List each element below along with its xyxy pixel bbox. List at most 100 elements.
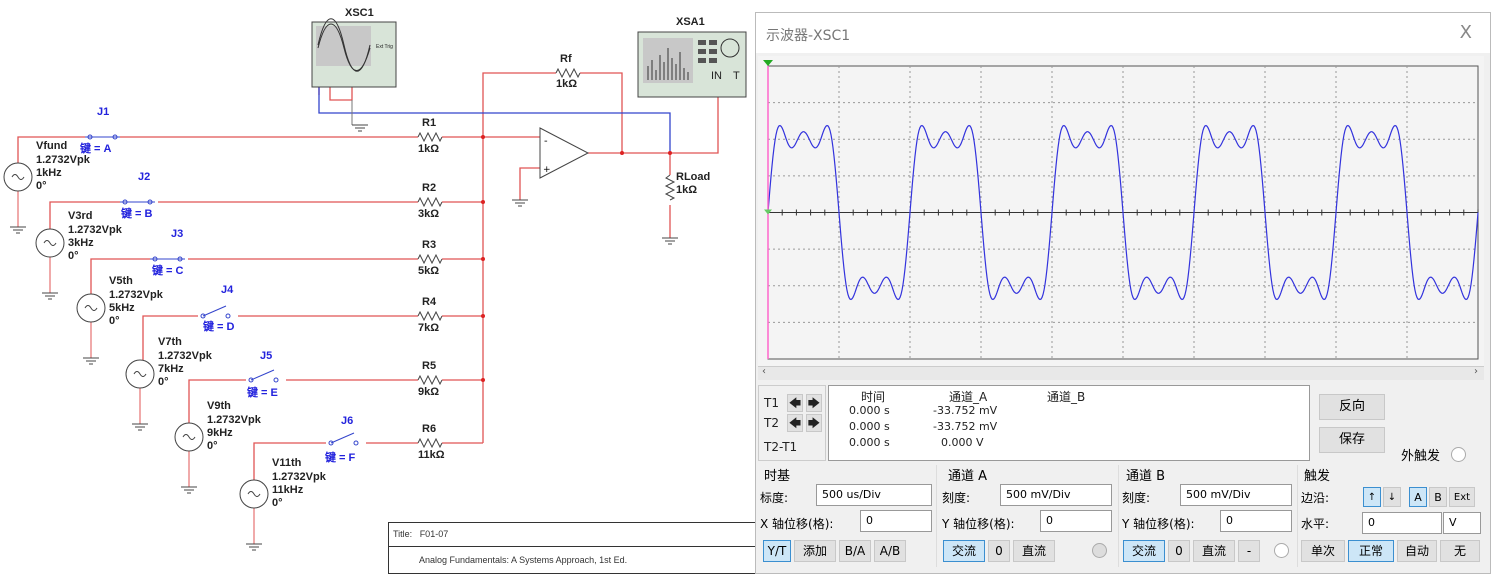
header-time: 时间 [861,390,886,404]
source-frequency: 3kHz [68,237,94,249]
mode-yt-button[interactable]: Y/T [763,540,791,562]
x-position-label: X 轴位移(格): [760,517,834,531]
channel-b-dc-button[interactable]: 直流 [1193,540,1235,562]
source-amplitude: 1.2732Vpk [36,154,90,166]
switch-name[interactable]: J1 [97,106,110,118]
channel-a-zero-button[interactable]: 0 [988,540,1010,562]
trigger-source-b[interactable]: B [1429,487,1447,507]
channel-b-zero-button[interactable]: 0 [1168,540,1190,562]
switch-name[interactable]: J5 [260,350,273,362]
source-frequency: 9kHz [207,427,233,439]
trigger-none-button[interactable]: 无 [1440,540,1480,562]
channel-a-dc-button[interactable]: 直流 [1013,540,1055,562]
cursor-t1-handle [763,60,773,66]
scroll-left-icon[interactable]: ‹ [762,366,766,377]
t2-label: T2 [764,416,779,430]
switch-key[interactable]: 键 = B [121,208,153,220]
t1-ch-a: -33.752 mV [933,404,998,417]
switch-key[interactable]: 键 = E [247,387,278,399]
ground-icon [132,423,148,431]
t2-left-button[interactable]: 🡄 [787,414,803,432]
switch-name[interactable]: J4 [221,284,234,296]
switch-key[interactable]: 键 = C [152,265,184,277]
reverse-button[interactable]: 反向 [1319,394,1385,420]
ground-icon [83,357,99,365]
xsa1-label: XSA1 [676,16,705,28]
header-ch-a: 通道_A [949,390,988,404]
rising-edge-button[interactable]: ↑ [1363,487,1381,507]
resistor-value: 7kΩ [418,322,440,334]
t1-label: T1 [764,396,779,410]
source-phase: 0° [272,497,283,509]
source-name: V5th [109,275,133,287]
switch-key[interactable]: 键 = F [325,452,356,464]
title-subtitle: Analog Fundamentals: A Systems Approach,… [419,555,628,565]
ground-icon [246,543,262,551]
source-name: Vfund [36,140,68,152]
resistor-value: 11kΩ [418,449,445,461]
svg-text:+: + [543,165,551,175]
switch-icon [202,305,227,317]
switch-name[interactable]: J3 [171,228,184,240]
mode-ba-button[interactable]: B/A [839,540,871,562]
mode-ab-button[interactable]: A/B [874,540,906,562]
scope-display[interactable] [758,56,1484,366]
save-button[interactable]: 保存 [1319,427,1385,453]
rf-value: 1kΩ [556,78,578,90]
t1-left-button[interactable]: 🡄 [787,394,803,412]
channel-b-scale-field[interactable]: 500 mV/Div [1180,484,1292,506]
ground-icon [42,292,58,300]
channel-a-ac-button[interactable]: 交流 [943,540,985,562]
ext-trigger-radio[interactable] [1451,447,1466,462]
close-icon[interactable]: X [1459,22,1472,43]
switch-name[interactable]: J2 [138,171,151,183]
rf-name: Rf [560,53,572,65]
resistor-value: 9kΩ [418,386,440,398]
channel-b-ypos-label: Y 轴位移(格): [1122,517,1195,531]
switch-key[interactable]: 键 = A [80,143,112,155]
trigger-level-field[interactable]: 0 [1362,512,1442,534]
channel-a-ypos-field[interactable]: 0 [1040,510,1112,532]
channel-a-marker [764,209,772,215]
trigger-source-a[interactable]: A [1409,487,1427,507]
trigger-edge-label: 边沿: [1301,491,1330,505]
switch-icon [330,432,355,444]
t2-ch-a: -33.752 mV [933,420,998,433]
channel-a-scale-field[interactable]: 500 mV/Div [1000,484,1112,506]
source-phase: 0° [36,180,47,192]
horizontal-scrollbar[interactable]: ‹› [758,366,1484,380]
channel-b-radio[interactable] [1274,543,1289,558]
switch-key[interactable]: 键 = D [203,321,235,333]
trigger-single-button[interactable]: 单次 [1301,540,1345,562]
xsa1-t-label: T [733,70,740,82]
header-ch-b: 通道_B [1047,390,1086,404]
switch-name[interactable]: J6 [341,415,354,427]
channel-a-radio[interactable] [1092,543,1107,558]
resistor-value: 3kΩ [418,208,440,220]
cursor-readout: 时间 通道_A 通道_B 0.000 s -33.752 mV 0.000 s … [828,385,1310,461]
scroll-right-icon[interactable]: › [1474,366,1478,377]
channel-b-ypos-field[interactable]: 0 [1220,510,1292,532]
falling-edge-button[interactable]: ↓ [1383,487,1401,507]
timebase-scale-field[interactable]: 500 us/Div [816,484,932,506]
resistor-name: R2 [422,182,437,194]
channel-b-minus-button[interactable]: - [1238,540,1260,562]
t2-right-button[interactable]: 🡆 [806,414,822,432]
resistor-name: R5 [422,360,437,372]
source-amplitude: 1.2732Vpk [68,224,122,236]
junction-dots [481,135,672,382]
resistor-name: R3 [422,239,437,251]
trigger-level-unit[interactable]: V [1443,512,1481,534]
source-name: V7th [158,336,182,348]
trigger-normal-button[interactable]: 正常 [1348,540,1394,562]
t1-right-button[interactable]: 🡆 [806,394,822,412]
mode-add-button[interactable]: 添加 [794,540,836,562]
title-value: F01-07 [419,529,449,539]
channel-b-title: 通道 B [1126,469,1166,484]
xsa1-in-label: IN [711,70,722,82]
trigger-source-ext[interactable]: Ext [1449,487,1475,507]
x-position-field[interactable]: 0 [860,510,932,532]
trigger-auto-button[interactable]: 自动 [1397,540,1437,562]
channel-b-ac-button[interactable]: 交流 [1123,540,1165,562]
